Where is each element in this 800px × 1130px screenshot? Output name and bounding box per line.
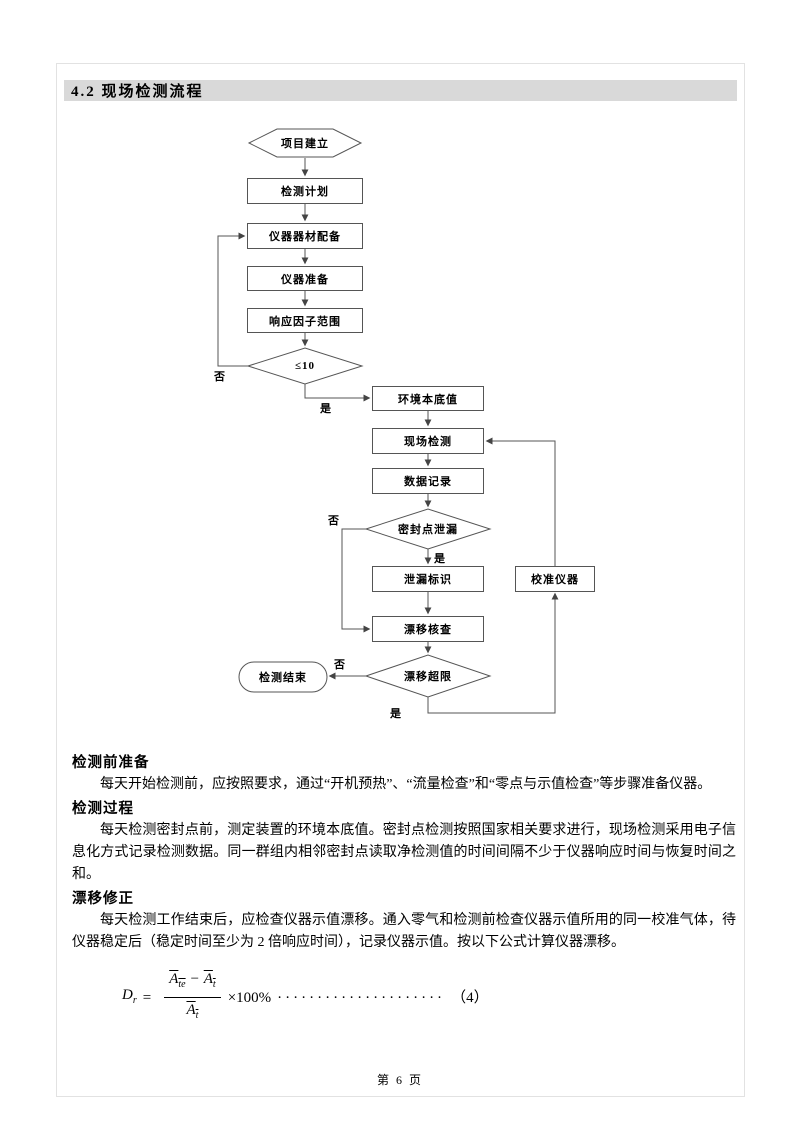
branch-label-no-3: 否: [334, 659, 345, 671]
stadium-test-end: [238, 661, 328, 693]
formula-a-t-den-sub: t: [195, 1010, 199, 1021]
node-test-end: 检测结束: [259, 672, 307, 684]
node-calibrate: 校准仪器: [515, 566, 595, 592]
diamond-seal-leak: [364, 508, 492, 550]
flowchart-canvas: [217, 128, 559, 714]
formula-fraction: Ate−At At: [164, 968, 221, 1027]
formula-leader-dots: ·····················: [277, 989, 446, 1006]
paragraph-preparation: 每天开始检测前，应按照要求，通过“开机预热”、“流量检查”和“零点与示值检查”等…: [100, 777, 712, 792]
node-data-record: 数据记录: [372, 468, 484, 494]
formula-numerator: Ate−At: [164, 968, 221, 998]
decision-drift-over: 漂移超限: [404, 671, 452, 683]
node-leak-mark: 泄漏标识: [372, 566, 484, 592]
connector-no-loop-to-equipment: [217, 232, 248, 367]
branch-label-no-2: 否: [328, 515, 339, 527]
page-number: 第 6 页: [376, 1073, 423, 1087]
flowchart-shapes: [238, 128, 492, 698]
connector-leak-no-to-driftcheck: [341, 528, 371, 633]
paragraph-process: 每天检测密封点前，测定装置的环境本底值。密封点检测按照国家相关要求进行，现场检测…: [72, 823, 736, 882]
section-title: 4.2 现场检测流程: [71, 84, 204, 100]
formula-lhs: Dr: [122, 984, 137, 1012]
formula-a-te-base: A: [169, 971, 179, 987]
branch-label-no-1: 否: [214, 371, 225, 383]
formula-a-te: Ate: [169, 971, 186, 990]
formula-minus: −: [189, 971, 200, 987]
node-background-value: 环境本底值: [372, 386, 484, 411]
formula-lhs-sub: r: [132, 994, 137, 1006]
formula-a-t-num: At: [203, 971, 216, 990]
flowchart-connectors: [217, 158, 559, 714]
node-drift-check: 漂移核查: [372, 616, 484, 642]
decision-seal-leak: 密封点泄漏: [398, 524, 458, 536]
flowchart: 项目建立 检测计划 仪器器材配备 仪器准备 响应因子范围 ≤10 环境本底值 现…: [0, 128, 800, 746]
node-instrument-prep: 仪器准备: [247, 266, 363, 291]
formula-a-te-sub: te: [178, 979, 186, 990]
branch-label-yes-3: 是: [390, 708, 401, 720]
formula-denominator: At: [186, 998, 198, 1027]
page-border: [56, 63, 745, 1097]
formula-a-t-num-sub: t: [212, 979, 216, 990]
connector-yes-to-background: [304, 384, 371, 402]
hexagon-project-setup: [247, 128, 363, 158]
branch-label-yes-2: 是: [434, 553, 445, 565]
formula-lhs-base: D: [122, 986, 133, 1003]
decision-le10: ≤10: [294, 360, 316, 372]
paragraph-drift: 每天检测工作结束后，应检查仪器示值漂移。通入零气和检测前检查仪器示值所用的同一校…: [72, 913, 736, 950]
section-heading-drift: 漂移修正: [72, 891, 134, 907]
body-text: 检测前准备 每天开始检测前，应按照要求，通过“开机预热”、“流量检查”和“零点与…: [72, 750, 736, 1027]
node-onsite-test: 现场检测: [372, 428, 484, 454]
connector-drift-yes-to-calibrate: [427, 592, 559, 714]
node-response-factor: 响应因子范围: [247, 308, 363, 333]
diamond-drift-over: [364, 654, 492, 698]
section-heading-process: 检测过程: [72, 801, 134, 817]
section-heading-bar: 4.2 现场检测流程: [64, 80, 737, 101]
drift-formula: Dr = Ate−At At ×100% ···················…: [122, 968, 736, 1027]
formula-a-t-den-base: A: [186, 1002, 196, 1018]
formula-a-t-den: At: [186, 1002, 199, 1021]
diamond-le10: [246, 347, 364, 385]
node-project-setup: 项目建立: [281, 138, 329, 150]
node-test-plan: 检测计划: [247, 178, 363, 204]
formula-equals: =: [142, 989, 152, 1006]
connector-calibrate-to-onsite: [485, 437, 556, 566]
section-heading-preparation: 检测前准备: [72, 755, 150, 771]
formula-times-100: ×100%: [227, 989, 272, 1006]
node-equipment: 仪器器材配备: [247, 223, 363, 249]
branch-label-yes-1: 是: [320, 403, 331, 415]
formula-equation-number: （4）: [451, 989, 489, 1006]
formula-a-t-num-base: A: [203, 971, 213, 987]
